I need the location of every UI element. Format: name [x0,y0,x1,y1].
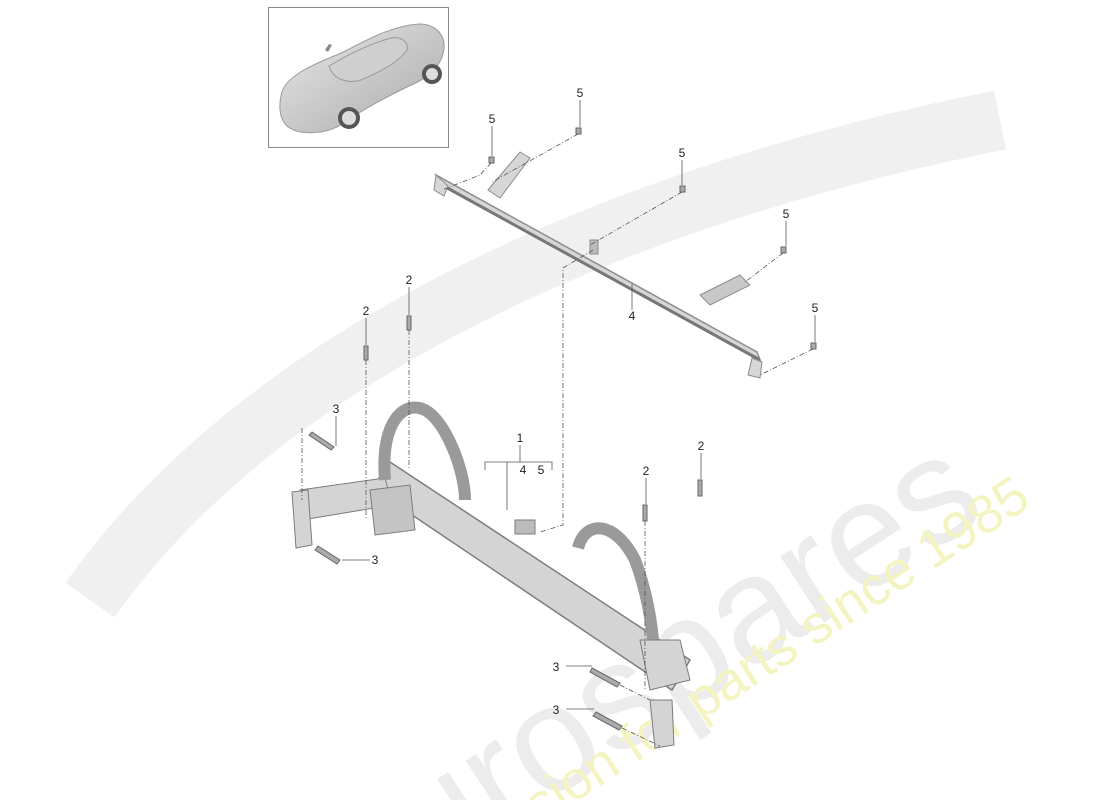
callout-4[interactable]: 4 [629,309,636,323]
assembly-lines [301,133,814,747]
callout-5[interactable]: 5 [812,301,819,315]
callout-3[interactable]: 3 [372,553,379,567]
callout-1[interactable]: 1 [517,431,524,445]
callout-2[interactable]: 2 [363,304,370,318]
callout-3[interactable]: 3 [333,402,340,416]
bolts [308,127,817,731]
callout-2[interactable]: 2 [406,273,413,287]
callout-3[interactable]: 3 [553,703,560,717]
car-icon [279,23,445,134]
part-4-crossbar [433,151,763,379]
callout-3[interactable]: 3 [553,660,560,674]
vehicle-thumbnail [268,7,449,148]
callout-2[interactable]: 2 [643,464,650,478]
callout-leaders [335,100,816,710]
callout-2[interactable]: 2 [698,439,705,453]
callout-labels: 5 5 5 5 5 4 2 2 3 1 4 5 2 2 3 3 3 [333,86,819,717]
callout-5[interactable]: 5 [783,207,790,221]
callout-5[interactable]: 5 [577,86,584,100]
callout-5[interactable]: 5 [679,146,686,160]
part-1-rollbar-assembly [291,401,692,749]
callout-5[interactable]: 5 [489,112,496,126]
callout-5[interactable]: 5 [538,463,545,477]
watermark: eurospares a passion for parts since 198… [65,90,1040,800]
callout-4[interactable]: 4 [520,463,527,477]
